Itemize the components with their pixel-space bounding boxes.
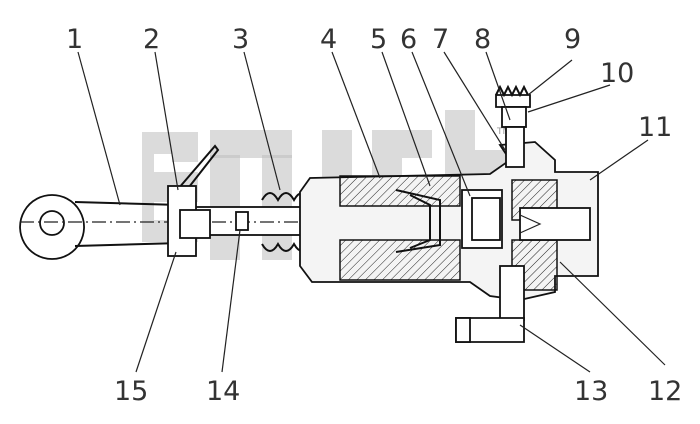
callout-5: 5 xyxy=(370,24,387,55)
callout-9: 9 xyxy=(564,24,581,55)
leader-lines xyxy=(77,51,666,373)
callout-14: 14 xyxy=(206,376,240,407)
protective-boot xyxy=(235,192,327,252)
watermark-tm: TM xyxy=(496,127,510,137)
callout-11: 11 xyxy=(638,112,672,143)
rod-eye xyxy=(19,194,181,260)
callout-6: 6 xyxy=(400,24,417,55)
callout-12: 12 xyxy=(648,376,682,407)
callout-3: 3 xyxy=(232,24,249,55)
callout-15: 15 xyxy=(114,376,148,407)
callout-4: 4 xyxy=(320,24,337,55)
lock-clip xyxy=(167,144,220,257)
callout-8: 8 xyxy=(474,24,491,55)
callout-10: 10 xyxy=(600,58,634,89)
callout-7: 7 xyxy=(432,24,449,55)
callout-13: 13 xyxy=(574,376,608,407)
callout-labels: 1 2 3 4 5 6 7 8 9 10 11 12 13 14 15 xyxy=(66,24,682,407)
callout-2: 2 xyxy=(143,24,160,55)
cylinder-body xyxy=(299,141,599,301)
hose-fitting xyxy=(455,265,525,343)
callout-1: 1 xyxy=(66,24,83,55)
piston-assembly xyxy=(395,189,503,253)
